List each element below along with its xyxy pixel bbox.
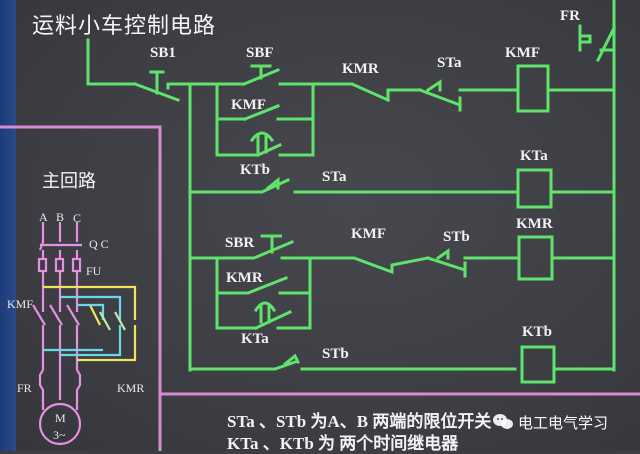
fr-main-label: FR [17,381,32,395]
ktb-contact-label: KTb [240,162,271,178]
kmf-hold-contact [243,104,280,121]
ktb-coil [520,345,556,384]
wechat-icon [493,414,513,429]
phase-c-label: C [73,211,82,225]
kmf-main-contacts [32,304,80,326]
divider-top [0,125,162,451]
ktb-coil-label: KTb [522,324,553,340]
rung4-wire [188,353,517,371]
kmf-coil-label: KMF [505,45,540,61]
sta-r1-label: STa [437,55,462,71]
rung3-hold-box [215,256,312,330]
fuse-a [37,257,48,273]
phase-a-label: A [39,210,48,224]
fuse-c [71,257,82,273]
fuse-b [54,257,65,273]
kta-hold-contact [253,301,292,330]
sb1-switch [133,70,192,102]
motor-3-label: 3~ [53,428,66,442]
fr-label: FR [560,8,580,24]
watermark: 电工电气学习 [518,414,609,432]
kta-coil-label: KTa [520,148,548,164]
phase-b-label: B [56,210,65,224]
stb-contact-r3 [426,248,521,278]
fu-label: FU [86,264,102,278]
kmr-hold-label: KMR [226,270,263,286]
main-circuit-title: 主回路 [42,171,96,192]
kmf-nc-label: KMF [351,226,386,242]
stb-r4-label: STb [322,346,349,362]
sbr-label: SBR [225,235,255,251]
motor [38,402,82,446]
motor-m-label: M [55,411,66,425]
kmr-main-label: KMR [117,381,145,395]
kmr-coil-label: KMR [516,216,553,232]
fr-contact [578,24,617,63]
sta-r2-label: STa [322,169,347,185]
sb1-label: SB1 [150,45,176,61]
cyan-wire [43,295,122,357]
rung3-wire [188,234,430,275]
sbf-switch [242,64,280,86]
note-line-1: STa 、STb 为A、B 两端的限位开关 [227,412,492,431]
qc-label: Q C [89,237,109,251]
kta-coil [516,168,553,209]
kmf-hold-label: KMF [231,97,266,113]
sta-contact-r1 [418,79,517,112]
note-line-2: KTa 、KTb 为 两个时间继电器 [227,434,459,453]
rung1-hold-box [215,82,315,157]
sbf-label: SBF [246,45,274,61]
kmf-main-label: KMF [7,297,34,311]
left-blue-strip [0,0,16,451]
kmr-nc-contact [311,82,422,102]
yellow-wire [43,285,137,362]
stb-r3-label: STb [443,229,470,245]
ktb-hold-contact [249,131,282,157]
phase-a [38,222,79,251]
wire-entry [86,38,137,86]
diagram-title: 运料小车控制电路 [32,14,217,39]
kmr-nc-label: KMR [342,61,379,77]
fr-heater [38,369,82,410]
rung2-wire [188,176,517,194]
kta-contact-label: KTa [241,331,269,347]
